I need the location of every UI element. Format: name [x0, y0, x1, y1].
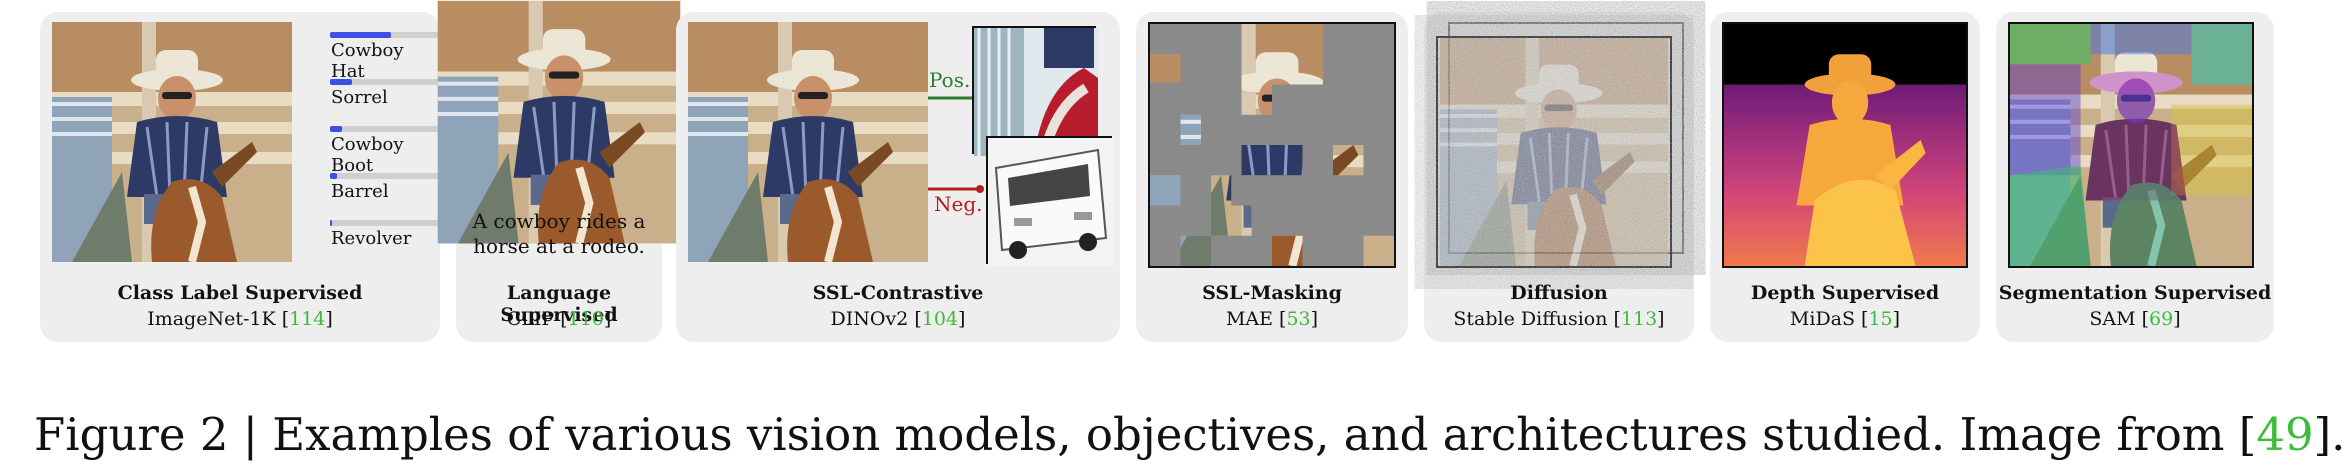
panel-subtitle: MAE [53]	[1225, 308, 1319, 330]
citation[interactable]: 104	[921, 308, 959, 330]
panel-segmentation: Segmentation Supervised SAM [69]	[1996, 12, 2274, 342]
anchor-image	[688, 22, 928, 262]
bar-track	[330, 220, 452, 226]
dataset-name: SAM	[2089, 308, 2136, 330]
caption-citation[interactable]: 49	[2256, 408, 2314, 461]
panel-subtitle: ImageNet-1K [114]	[147, 308, 333, 330]
dataset-name: Stable Diffusion	[1453, 308, 1608, 330]
label-name: Revolver	[331, 228, 412, 249]
panel-subtitle: SAM [69]	[2089, 308, 2181, 330]
masked-image	[1148, 22, 1396, 268]
citation[interactable]: 15	[1868, 308, 1893, 330]
bar-fill	[330, 126, 343, 132]
panel-title: Language Supervised	[500, 282, 618, 326]
bar-fill	[330, 79, 352, 85]
panel-diffusion: Diffusion Stable Diffusion [113]	[1424, 12, 1694, 342]
bar-track	[330, 173, 452, 179]
panel-title: Segmentation Supervised	[1998, 282, 2272, 304]
bar-fill	[330, 173, 338, 179]
bar-fill	[330, 220, 333, 226]
positive-crop-image	[972, 26, 1098, 158]
panel-ssl-masking: SSL-Masking MAE [53]	[1136, 12, 1408, 342]
panel-title: Diffusion	[1510, 282, 1608, 304]
citation[interactable]: 110	[567, 308, 604, 330]
positive-label: Pos.	[929, 68, 971, 92]
panel-subtitle: CLIP [110]	[506, 308, 612, 330]
citation[interactable]: 113	[1620, 308, 1658, 330]
dataset-name: MiDaS	[1789, 308, 1856, 330]
negative-label: Neg.	[934, 192, 983, 216]
bar-fill	[330, 32, 391, 38]
panel-subtitle: DINOv2 [104]	[830, 308, 966, 330]
panel-title: Depth Supervised	[1750, 282, 1940, 304]
dataset-name: CLIP	[506, 308, 555, 330]
panel-language: A cowboy rides a horse at a rodeo. Langu…	[456, 12, 662, 342]
bar-track	[330, 32, 452, 38]
bar-track	[330, 126, 452, 132]
panel-subtitle: Stable Diffusion [113]	[1453, 308, 1665, 330]
noise-image-front	[1436, 36, 1672, 268]
citation[interactable]: 53	[1286, 308, 1311, 330]
depth-map-image	[1722, 22, 1968, 268]
label-name: Cowboy Boot	[331, 134, 404, 176]
segmentation-image	[2008, 22, 2254, 268]
bar-track	[330, 79, 452, 85]
citation[interactable]: 69	[2149, 308, 2174, 330]
dataset-name: ImageNet-1K	[147, 308, 276, 330]
cowboy-image	[52, 22, 292, 262]
label-name: Barrel	[331, 181, 389, 202]
negative-bus-image	[986, 136, 1114, 266]
panel-depth: Depth Supervised MiDaS [15]	[1710, 12, 1980, 342]
dataset-name: MAE	[1225, 308, 1273, 330]
caption-text: Figure 2 | Examples of various vision mo…	[34, 408, 2257, 461]
panel-title: SSL-Masking	[1202, 282, 1342, 304]
label-name: Cowboy Hat	[331, 40, 404, 82]
panel-ssl-contrastive: Pos. Neg. SSL-Contrastive DINOv2 [104]	[676, 12, 1120, 342]
panel-class-label: Cowboy Hat Sorrel Cowboy Boot Barrel Rev…	[40, 12, 452, 342]
panel-title: Class Label Supervised	[117, 282, 363, 304]
text-caption-line: horse at a rodeo.	[473, 234, 645, 258]
citation[interactable]: 114	[289, 308, 326, 330]
panel-title: SSL-Contrastive	[812, 282, 984, 304]
figure-caption: Figure 2 | Examples of various vision mo…	[34, 408, 2345, 461]
panel-subtitle: MiDaS [15]	[1789, 308, 1901, 330]
label-name: Sorrel	[331, 87, 388, 108]
text-caption-line: A cowboy rides a	[472, 209, 646, 233]
dataset-name: DINOv2	[830, 308, 909, 330]
caption-end: ].	[2313, 408, 2345, 461]
cowboy-image	[468, 22, 650, 202]
